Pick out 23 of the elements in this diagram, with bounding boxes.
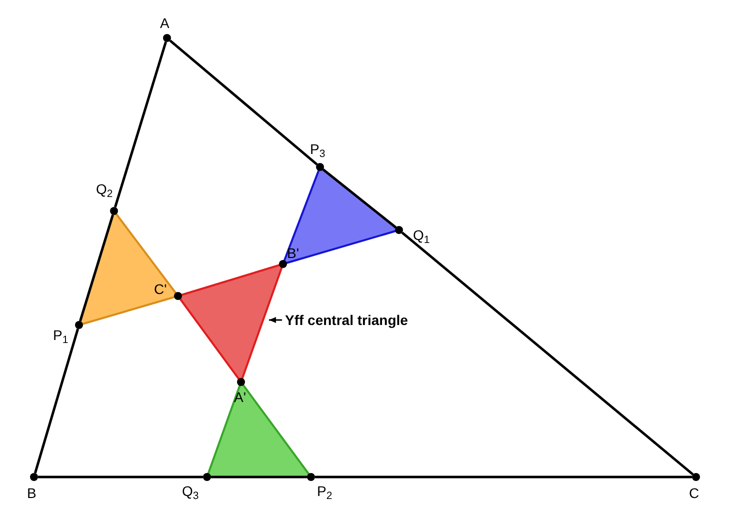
triangle-side xyxy=(401,232,694,476)
leader-arrow xyxy=(269,317,282,323)
triangle-side xyxy=(315,476,692,478)
point-label: A xyxy=(160,14,170,32)
triangle-side xyxy=(78,214,114,322)
point-label: Q$_{3}$ xyxy=(182,482,199,500)
triangle-side xyxy=(322,168,397,228)
point-label: P$_{2}$ xyxy=(317,482,332,500)
point-label: C' xyxy=(154,280,167,298)
point-label: C xyxy=(689,484,700,502)
triangle-side xyxy=(114,41,168,208)
triangle-side xyxy=(211,476,307,478)
point-label: B xyxy=(27,484,36,502)
point-label: A' xyxy=(234,388,246,406)
point-label: B' xyxy=(287,244,300,262)
triangle-side xyxy=(34,328,80,474)
point-label: Q$_{1}$ xyxy=(413,226,430,244)
triangle-label: Yff central triangle xyxy=(285,311,408,329)
point-label: Q$_{2}$ xyxy=(96,180,113,198)
triangle-side xyxy=(169,40,318,166)
point-label: P$_{3}$ xyxy=(310,140,326,158)
point-label: P$_{1}$ xyxy=(53,326,68,344)
triangle-side xyxy=(38,476,203,478)
